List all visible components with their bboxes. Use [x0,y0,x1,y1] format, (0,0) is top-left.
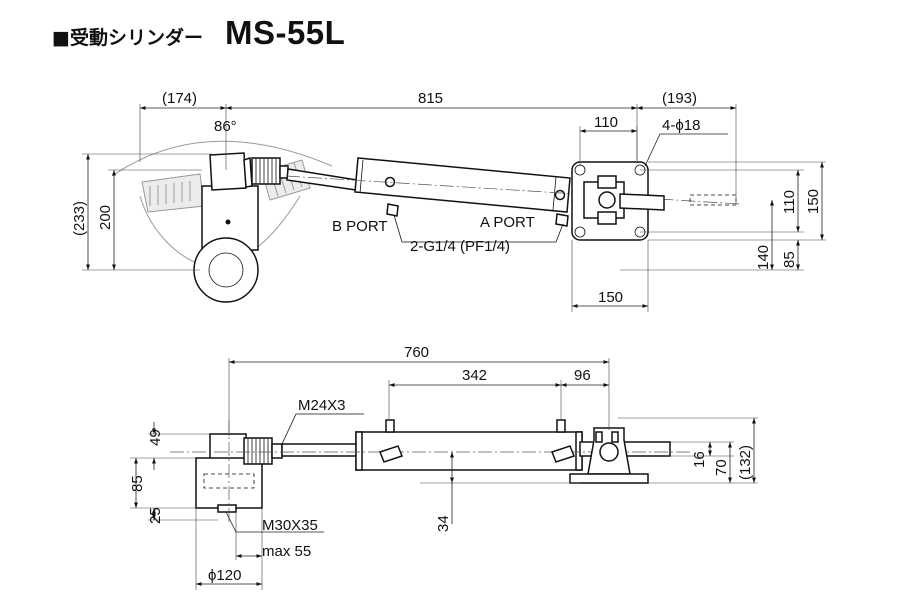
dim-center-offset: 85 [781,251,798,268]
dim-max-length: max 55 [262,543,311,560]
side-left-dims: 49 85 25 [129,422,218,524]
mount-flange-top [571,161,737,241]
mount-width-dim: 150 [571,240,649,312]
bellows [251,157,289,185]
pivot-body [193,152,289,303]
dim-mount-height: 110 [781,190,798,214]
label-a-port: A PORT [480,214,535,231]
top-view: (174) 815 (193) 110 4-ϕ18 86° (233) 200 [71,90,826,312]
dim-overall-height-side: (132) [737,445,754,480]
axis-height-dim: 34 [420,452,580,532]
dim-stroke: 760 [404,344,429,361]
angle-dim: 86° [214,118,237,135]
dim-mount-offset: 110 [594,114,618,131]
side-right-dims: 16 70 (132) [618,417,758,484]
dim-overall-height: (233) [71,201,88,236]
dim-top-height: 49 [147,429,164,446]
dim-base-to-center: 140 [755,245,772,270]
dim-angle: 86° [214,118,237,135]
dim-holes: 4-ϕ18 [662,117,700,134]
top-dim-chain: (174) 815 (193) [139,90,737,205]
bottom-callouts: M30X35 max 55 ϕ120 [195,508,324,590]
dim-rod-height: 16 [691,451,708,468]
dim-mount-height-side: 70 [713,459,730,476]
left-vertical-dims: (233) 200 [71,153,212,271]
dim-mount-width-v: 150 [805,189,822,214]
port-labels: B PORT A PORT 2-G1/4 (PF1/4) [332,214,564,255]
dim-axis-height: 34 [435,515,452,532]
side-mount [569,427,649,484]
label-b-port: B PORT [332,218,388,235]
dim-length: 815 [418,90,443,107]
label-port-spec: 2-G1/4 (PF1/4) [410,238,510,255]
thread-rod-callout: M24X3 [281,397,364,445]
dim-mount-width: 150 [598,289,623,306]
mount-offset-dim: 110 4-ϕ18 [579,114,728,167]
dim-diameter: ϕ120 [208,567,241,584]
dim-left-reach: (174) [162,90,197,107]
dim-body-height: 85 [129,475,146,492]
side-view: 760 342 96 M24X3 49 85 25 [129,344,758,590]
heading-title: ■受動シリンダー [52,27,203,49]
dim-bottom-offset: 25 [147,507,164,524]
dim-port-pitch: 342 [462,367,487,384]
cylinder-top [285,157,741,227]
dim-thread-bolt: M30X35 [262,517,318,534]
side-pivot-body [195,420,283,524]
side-dim-chain: 760 342 96 [228,344,610,436]
dim-port-offset: 96 [574,367,591,384]
page-heading: ■受動シリンダー MS-55L [52,14,345,58]
dim-right-reach: (193) [662,90,697,107]
right-vertical-dims: 110 150 140 85 [620,161,826,271]
heading-model: MS-55L [224,14,346,51]
dim-height: 200 [97,205,114,230]
dim-thread-rod: M24X3 [298,397,346,414]
